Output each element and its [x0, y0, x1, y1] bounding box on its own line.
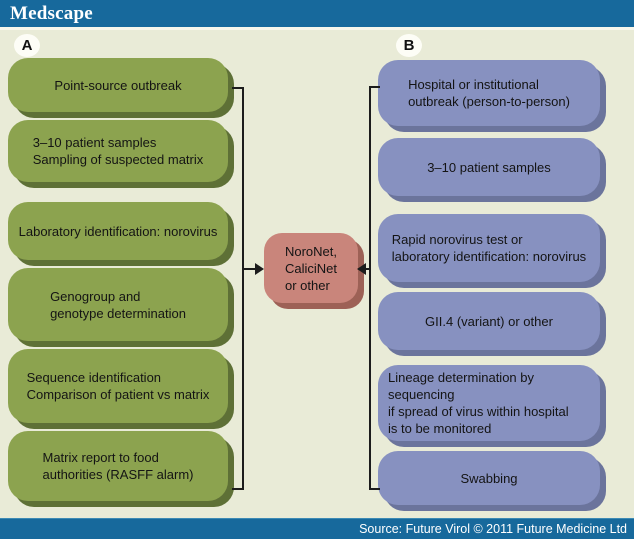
- bracket-b-top-stub: [369, 86, 380, 88]
- figure-canvas: A B Point-source outbreak 3–10 patient s…: [0, 30, 634, 518]
- box-line: Matrix report to food: [42, 450, 159, 465]
- bracket-a-top-stub: [232, 87, 244, 89]
- arrow-a-to-center-line: [244, 268, 256, 270]
- box-line: Sequence identification: [26, 370, 162, 385]
- box-line: Rapid norovirus test or: [391, 232, 523, 247]
- box-line: Swabbing: [460, 470, 518, 486]
- footer-bar: Source: Future Virol © 2011 Future Medic…: [0, 518, 634, 539]
- flow-a-box-sequence-identification: Sequence identification Comparison of pa…: [8, 349, 228, 423]
- box-text: GII.4 (variant) or other: [415, 313, 563, 330]
- center-box-noronet-calicinet: NoroNet, CaliciNet or other: [264, 233, 358, 303]
- box-line: authorities (RASFF alarm): [42, 467, 194, 482]
- flow-a-box-patient-samples: 3–10 patient samples Sampling of suspect…: [8, 120, 228, 182]
- box-line: Sampling of suspected matrix: [32, 152, 204, 167]
- box-line: if spread of virus within hospital: [388, 404, 569, 419]
- box-text: Sequence identification Comparison of pa…: [17, 369, 220, 403]
- medscape-logo: Medscape: [10, 2, 93, 24]
- box-line: GII.4 (variant) or other: [425, 313, 553, 329]
- bracket-b-bottom-stub: [369, 488, 380, 490]
- box-text: Matrix report to food authorities (RASFF…: [33, 449, 204, 483]
- arrow-b-to-center-line: [364, 268, 371, 270]
- box-line: Point-source outbreak: [54, 77, 182, 93]
- box-line: Comparison of patient vs matrix: [26, 387, 210, 402]
- flow-b-box-patient-samples: 3–10 patient samples: [378, 138, 600, 196]
- box-line: CaliciNet: [284, 260, 337, 276]
- flow-b-box-swabbing: Swabbing: [378, 451, 600, 505]
- box-text: 3–10 patient samples: [417, 159, 561, 176]
- box-text: Lineage determination by sequencing if s…: [378, 369, 600, 437]
- box-line: or other: [284, 277, 330, 293]
- box-line: 3–10 patient samples: [427, 159, 551, 175]
- box-line: Laboratory identification: norovirus: [18, 223, 218, 239]
- box-line: 3–10 patient samples: [32, 135, 157, 150]
- flow-b-box-rapid-norovirus-test: Rapid norovirus test or laboratory ident…: [378, 214, 600, 282]
- box-line: is to be monitored: [388, 421, 492, 436]
- arrow-a-to-center-head-icon: [255, 263, 264, 275]
- box-text: NoroNet, CaliciNet or other: [275, 243, 347, 294]
- flow-b-box-lineage-determination: Lineage determination by sequencing if s…: [378, 365, 600, 441]
- box-line: Lineage determination by sequencing: [388, 370, 534, 402]
- flow-a-box-genogroup-genotype: Genogroup and genotype determination: [8, 268, 228, 341]
- panel-b-label: B: [396, 34, 422, 57]
- bracket-a-vertical-line: [242, 87, 244, 490]
- bracket-b-vertical-line: [369, 86, 371, 490]
- source-credit: Source: Future Virol © 2011 Future Medic…: [359, 522, 627, 536]
- box-text: 3–10 patient samples Sampling of suspect…: [23, 134, 214, 168]
- box-text: Point-source outbreak: [44, 77, 191, 94]
- flow-b-box-gii4-variant: GII.4 (variant) or other: [378, 292, 600, 350]
- flow-a-box-lab-identification: Laboratory identification: norovirus: [8, 202, 228, 260]
- box-text: Laboratory identification: norovirus: [9, 223, 228, 240]
- box-line: Hospital or institutional: [408, 77, 539, 92]
- box-line: outbreak (person-to-person): [408, 94, 570, 109]
- panel-b-letter: B: [403, 37, 415, 54]
- flow-a-box-point-source-outbreak: Point-source outbreak: [8, 58, 228, 112]
- box-line: Genogroup and: [50, 288, 141, 304]
- box-line: laboratory identification: norovirus: [391, 249, 587, 264]
- box-text: Genogroup and genotype determination: [40, 288, 196, 322]
- arrow-b-to-center-head-icon: [357, 263, 366, 275]
- bracket-a-bottom-stub: [232, 488, 244, 490]
- box-line: genotype determination: [50, 305, 186, 321]
- box-line: NoroNet,: [284, 243, 338, 259]
- panel-a-letter: A: [21, 37, 33, 54]
- header-bar: Medscape: [0, 0, 634, 27]
- box-text: Rapid norovirus test or laboratory ident…: [382, 231, 596, 265]
- flow-b-box-hospital-outbreak: Hospital or institutional outbreak (pers…: [378, 60, 600, 126]
- panel-a-label: A: [14, 34, 40, 57]
- flow-a-box-matrix-report: Matrix report to food authorities (RASFF…: [8, 431, 228, 501]
- box-text: Swabbing: [450, 470, 527, 487]
- box-text: Hospital or institutional outbreak (pers…: [398, 76, 580, 110]
